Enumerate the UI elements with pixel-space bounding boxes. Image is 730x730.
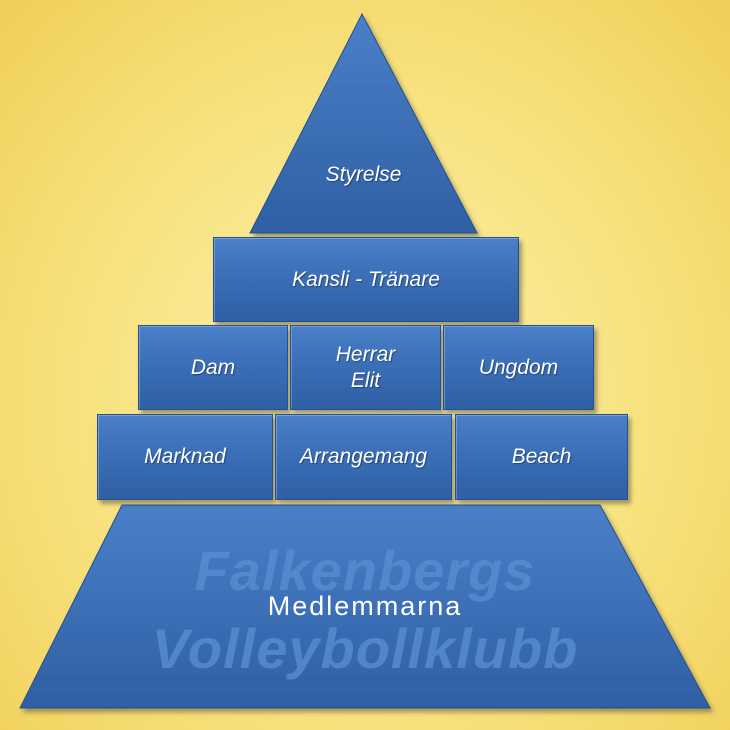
watermark-line2: Volleybollklubb [151,617,579,680]
watermark-line1: Falkenbergs [194,539,536,602]
block-dam: Dam [138,325,288,410]
block-label-group: Herrar Elit [336,342,396,392]
block-herrar-elit: Herrar Elit [290,325,441,410]
block-label: Kansli - Tränare [292,267,440,291]
base-trapezoid [19,504,711,709]
block-label: Arrangemang [299,445,428,469]
base-label: Medlemmarna [267,591,463,621]
block-arrangemang: Arrangemang [275,414,452,500]
block-marknad: Marknad [97,414,273,500]
block-kansli-tranare: Kansli - Tränare [213,237,519,322]
block-label-line2: Elit [350,368,381,392]
apex-shape [249,12,478,234]
block-ungdom: Ungdom [443,325,594,410]
apex-label: Styrelse [325,163,402,186]
block-label: Dam [190,355,236,379]
block-label-line1: Herrar [335,343,396,367]
block-label: Marknad [144,445,226,469]
block-beach: Beach [455,414,628,500]
block-label: Beach [511,445,572,469]
block-label: Ungdom [478,355,559,379]
